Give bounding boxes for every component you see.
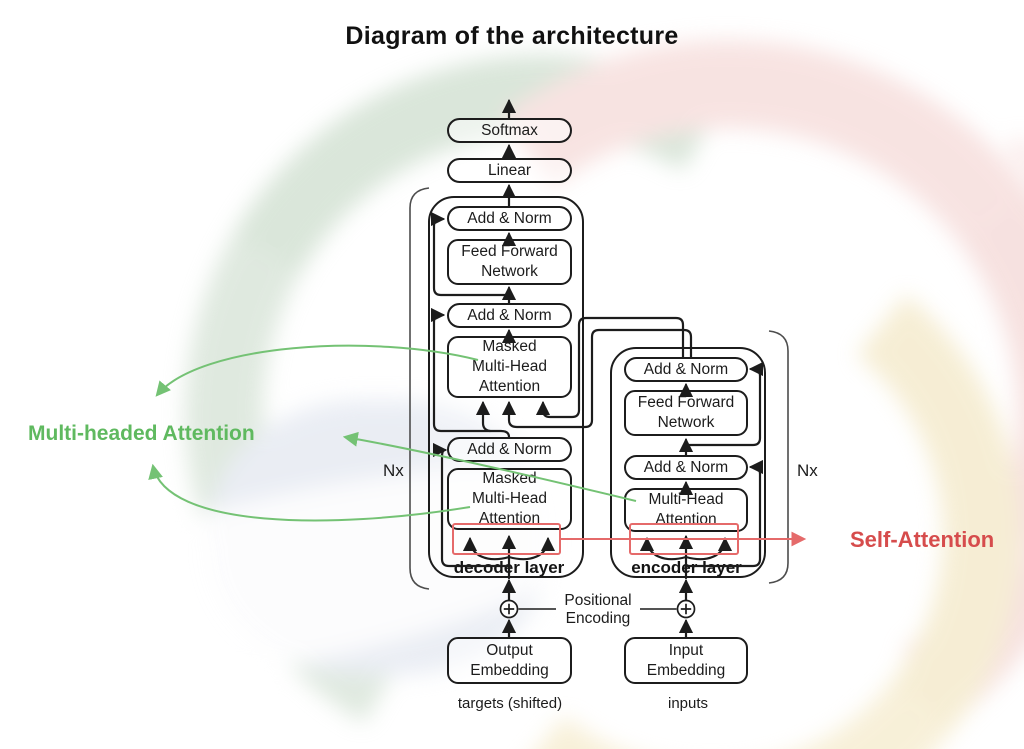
encoder-residual-arc-bottom — [684, 459, 764, 568]
decoder-feed-forward-box: Feed Forward Network — [447, 239, 572, 285]
encoder-output-key-line — [535, 316, 685, 419]
plus-circle-encoder — [676, 599, 696, 619]
cross-attention-query-arrow — [475, 400, 492, 433]
decoder-self-attn-left — [462, 536, 511, 561]
multi-head-attention-pointers — [148, 344, 637, 522]
encoder-residual-arc-top — [684, 361, 764, 447]
page-title: Diagram of the architecture — [345, 22, 679, 50]
encoder-add-norm-top-box: Add & Norm — [624, 357, 748, 382]
decoder-masked-mha-bottom-box: Masked Multi-Head Attention — [447, 468, 572, 530]
encoder-nx-label: Nx — [797, 461, 818, 480]
positional-encoding-group — [499, 599, 696, 619]
positional-encoding-label: Positional Encoding — [564, 592, 632, 628]
encoder-self-attention-highlight-box — [629, 523, 739, 555]
encoder-add-norm-bottom-box: Add & Norm — [624, 455, 748, 480]
targets-shifted-label: targets (shifted) — [457, 695, 563, 712]
green-arrow-to-bottom-masked-mha — [148, 463, 471, 522]
multi-headed-attention-annotation: Multi-headed Attention — [28, 422, 255, 445]
softmax-box: Softmax — [447, 118, 572, 143]
encoder-output-value-line — [501, 328, 693, 429]
green-arrow-from-encoder-mha — [342, 431, 637, 502]
decoder-add-norm-mid-box: Add & Norm — [447, 303, 572, 328]
bracket-left — [409, 187, 430, 590]
decoder-residual-arc-mid — [430, 307, 511, 439]
decoder-add-norm-top-box: Add & Norm — [447, 206, 572, 231]
nx-brackets — [409, 187, 789, 590]
inputs-label: inputs — [667, 695, 709, 712]
decoder-add-norm-bottom-box: Add & Norm — [447, 437, 572, 462]
encoder-self-attn-left — [639, 536, 688, 561]
encoder-self-attn-right — [684, 536, 733, 561]
decoder-residual-arc-bottom — [432, 442, 511, 568]
decoder-self-attention-highlight-box — [452, 523, 561, 555]
plus-circle-decoder — [499, 599, 519, 619]
decoder-self-attn-right — [507, 536, 556, 561]
decoder-nx-label: Nx — [383, 461, 404, 480]
decoder-residual-arc-top — [430, 211, 511, 297]
linear-box: Linear — [447, 158, 572, 183]
self-attention-annotation: Self-Attention — [850, 527, 995, 552]
self-attention-highlights — [452, 523, 807, 555]
bracket-right — [768, 330, 789, 584]
output-embedding-box: Output Embedding — [447, 637, 572, 684]
signal-wires — [430, 98, 764, 639]
green-arrow-to-top-masked-mha — [155, 344, 479, 397]
